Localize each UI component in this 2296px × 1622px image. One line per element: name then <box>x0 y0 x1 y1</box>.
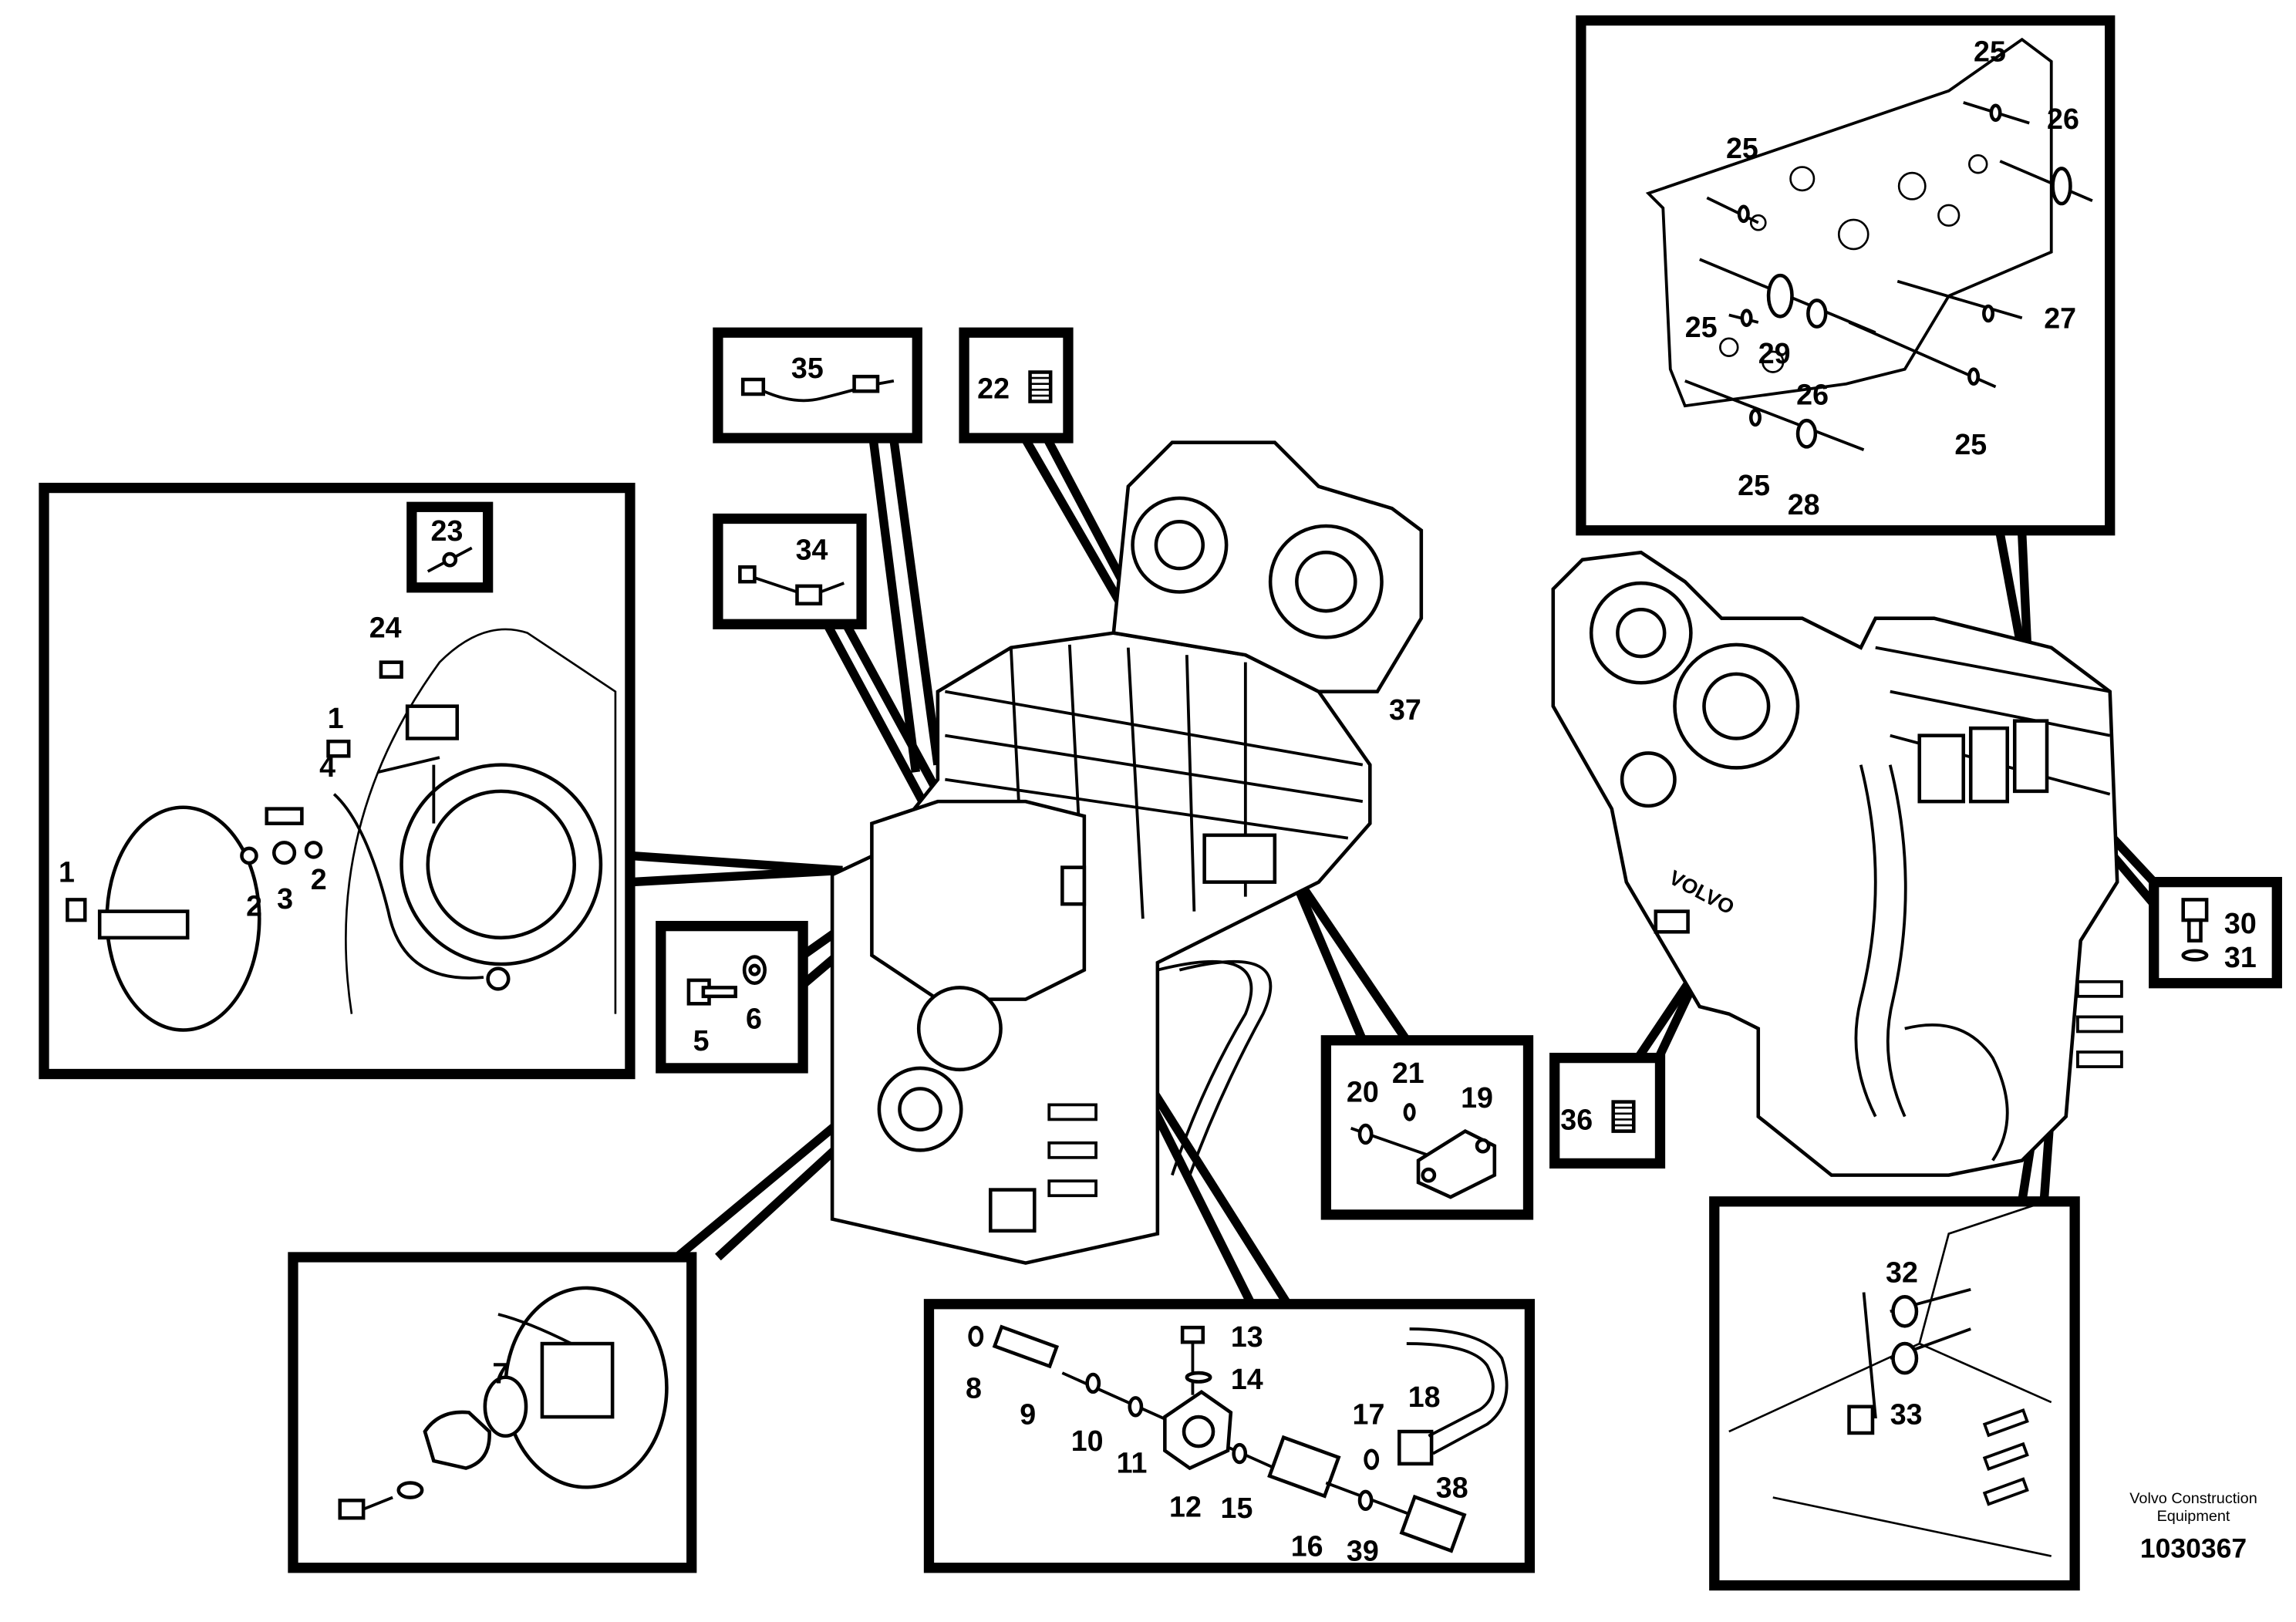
callout-3: 3 <box>277 882 293 915</box>
callout-25e: 25 <box>1738 469 1770 501</box>
callout-32: 32 <box>1886 1256 1918 1288</box>
callout-15: 15 <box>1221 1492 1253 1524</box>
credit-line-2: Equipment <box>2157 1508 2230 1525</box>
callout-37: 37 <box>1389 693 1421 726</box>
callout-26b: 26 <box>1796 378 1829 410</box>
detail-box-valve-assembly <box>1320 1035 1534 1220</box>
detail-box-line-fittings <box>923 1299 1536 1573</box>
detail-box-35-sensor-cable <box>713 327 922 443</box>
callout-16: 16 <box>1291 1530 1323 1563</box>
callout-labels: 1 1 2 2 3 4 5 6 7 8 9 10 11 12 13 14 15 … <box>59 35 2257 1567</box>
detail-box-22-plug <box>959 327 1074 443</box>
callout-30: 30 <box>2224 907 2257 939</box>
callout-22: 22 <box>977 373 1010 405</box>
detail-box-36-plug <box>1549 1052 1666 1169</box>
detail-box-valve-plate <box>1576 15 2116 536</box>
callout-9: 9 <box>1020 1398 1036 1431</box>
transmission-rear-view: VOLVO <box>1551 550 2123 1177</box>
callout-1b: 1 <box>59 856 75 889</box>
callout-8: 8 <box>966 1371 982 1404</box>
callout-38: 38 <box>1436 1472 1468 1504</box>
callout-25d: 25 <box>1954 428 1987 460</box>
callout-36: 36 <box>1560 1104 1593 1136</box>
callout-1a: 1 <box>328 702 344 734</box>
callout-25a: 25 <box>1974 35 2006 68</box>
callout-35: 35 <box>791 352 824 384</box>
drawing-footer: Volvo Construction Equipment 1030367 <box>2129 1490 2257 1563</box>
callout-5: 5 <box>693 1024 710 1057</box>
callout-20: 20 <box>1347 1076 1379 1108</box>
transmission-main-view <box>830 440 1424 1265</box>
callout-31: 31 <box>2224 941 2257 973</box>
credit-line-1: Volvo Construction <box>2129 1490 2257 1507</box>
detail-box-bolt-30-31 <box>2149 876 2282 989</box>
callout-39: 39 <box>1347 1534 1379 1566</box>
callout-11: 11 <box>1117 1446 1148 1479</box>
callout-19: 19 <box>1461 1081 1493 1114</box>
callout-23: 23 <box>431 514 464 547</box>
drawing-number: 1030367 <box>2140 1533 2247 1563</box>
callout-7: 7 <box>492 1357 508 1389</box>
detail-box-7-cover <box>288 1252 697 1573</box>
callout-12: 12 <box>1169 1490 1202 1523</box>
callout-33: 33 <box>1890 1398 1923 1431</box>
callout-18: 18 <box>1408 1381 1441 1413</box>
callout-27: 27 <box>2044 302 2076 335</box>
callout-25b: 25 <box>1726 132 1758 164</box>
callout-13: 13 <box>1231 1320 1263 1353</box>
callout-34: 34 <box>796 534 828 566</box>
detail-box-23 <box>406 501 494 593</box>
callout-17: 17 <box>1353 1398 1385 1431</box>
callout-6: 6 <box>746 1003 762 1035</box>
detail-box-bolt-washer <box>656 920 808 1074</box>
callout-2a: 2 <box>246 889 262 922</box>
callout-2b: 2 <box>311 863 327 895</box>
callout-24: 24 <box>369 611 402 643</box>
callout-29: 29 <box>1758 337 1791 369</box>
callout-25c: 25 <box>1685 311 1718 343</box>
callout-14: 14 <box>1231 1363 1263 1395</box>
callout-10: 10 <box>1071 1425 1104 1457</box>
detail-box-32-33 <box>1709 1196 2080 1591</box>
detail-box-34-sensor <box>713 513 867 629</box>
callout-28: 28 <box>1788 488 1820 521</box>
detail-box-cover-assembly <box>39 482 636 1080</box>
callout-21: 21 <box>1392 1057 1424 1089</box>
callout-26a: 26 <box>2047 103 2079 135</box>
callout-4: 4 <box>319 750 335 783</box>
